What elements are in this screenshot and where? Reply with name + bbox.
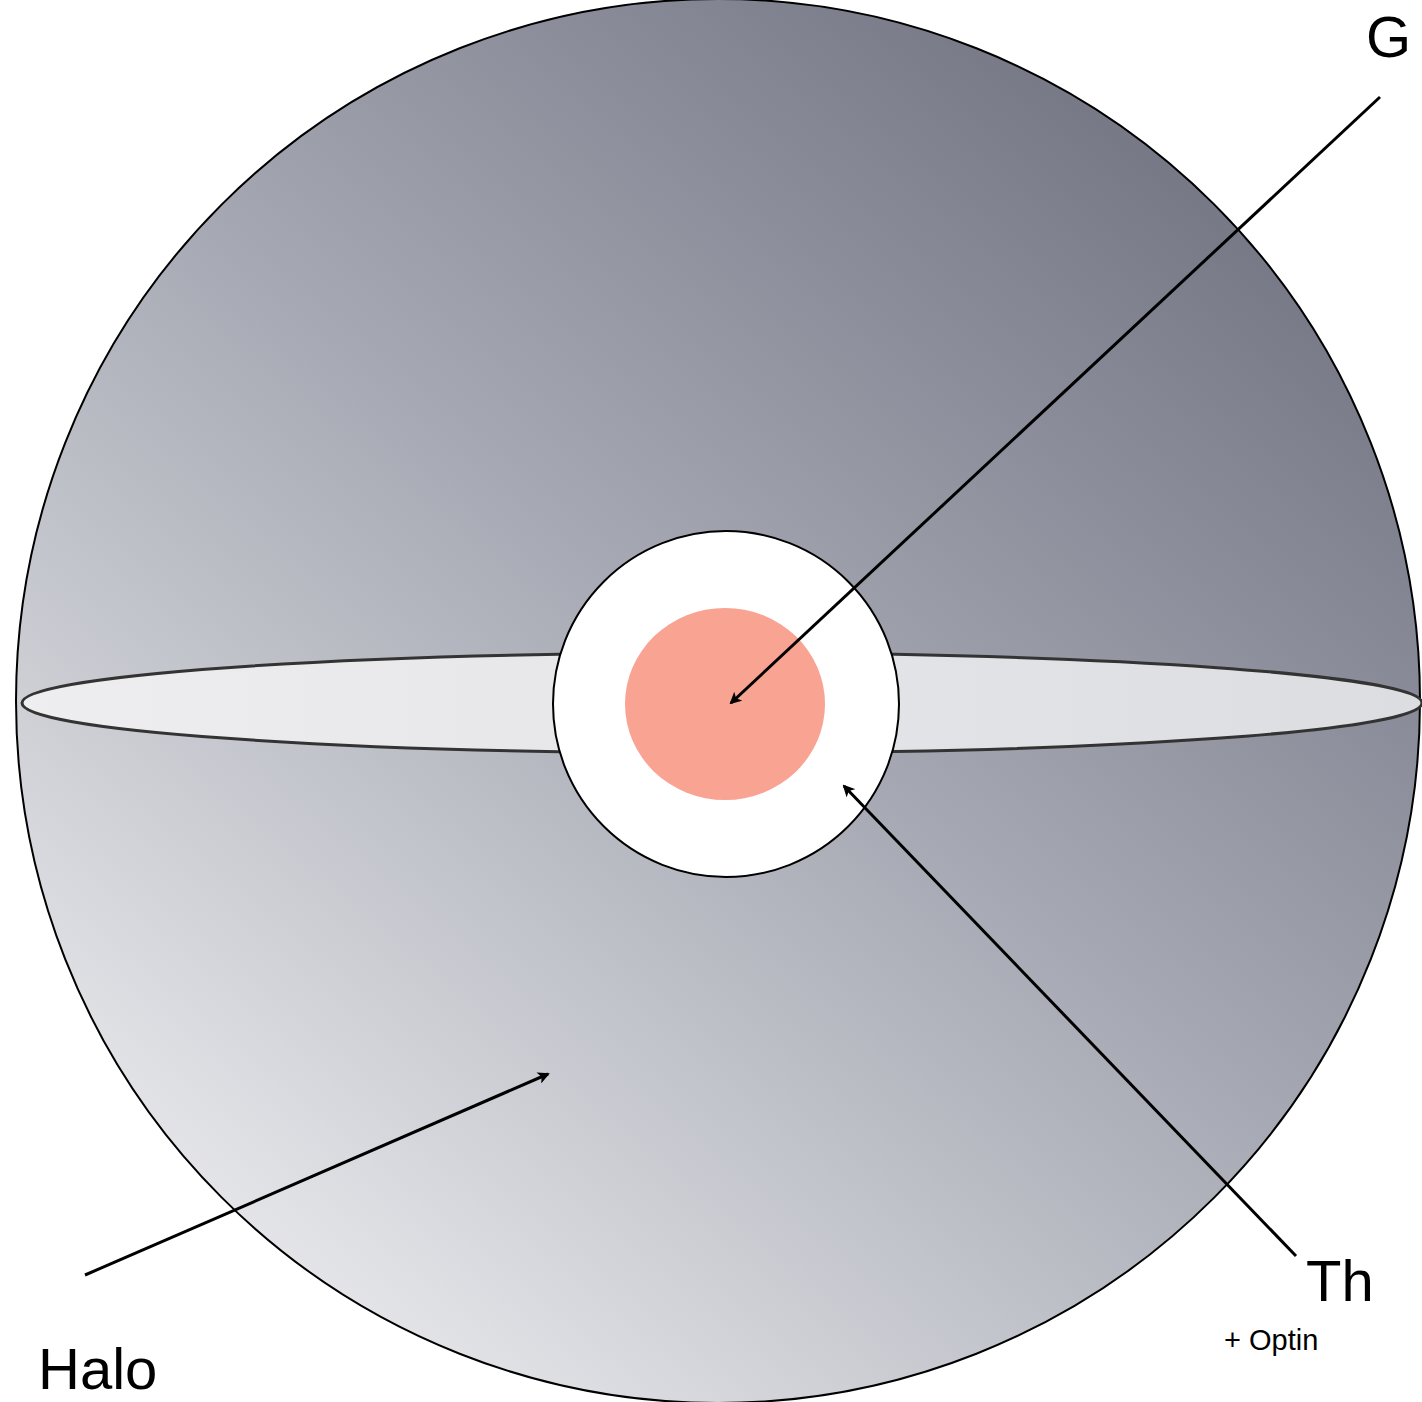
center-core: [625, 608, 825, 800]
bulge-circle: [553, 531, 899, 877]
callout-label: G: [1366, 8, 1411, 66]
leader-arrow: [731, 97, 1380, 703]
callout-label: Halo: [38, 1340, 157, 1398]
leader-arrow: [844, 786, 1296, 1256]
callout-label: Th: [1306, 1252, 1374, 1310]
leader-arrow: [85, 1074, 548, 1275]
callout-label: + Optin: [1224, 1326, 1318, 1355]
